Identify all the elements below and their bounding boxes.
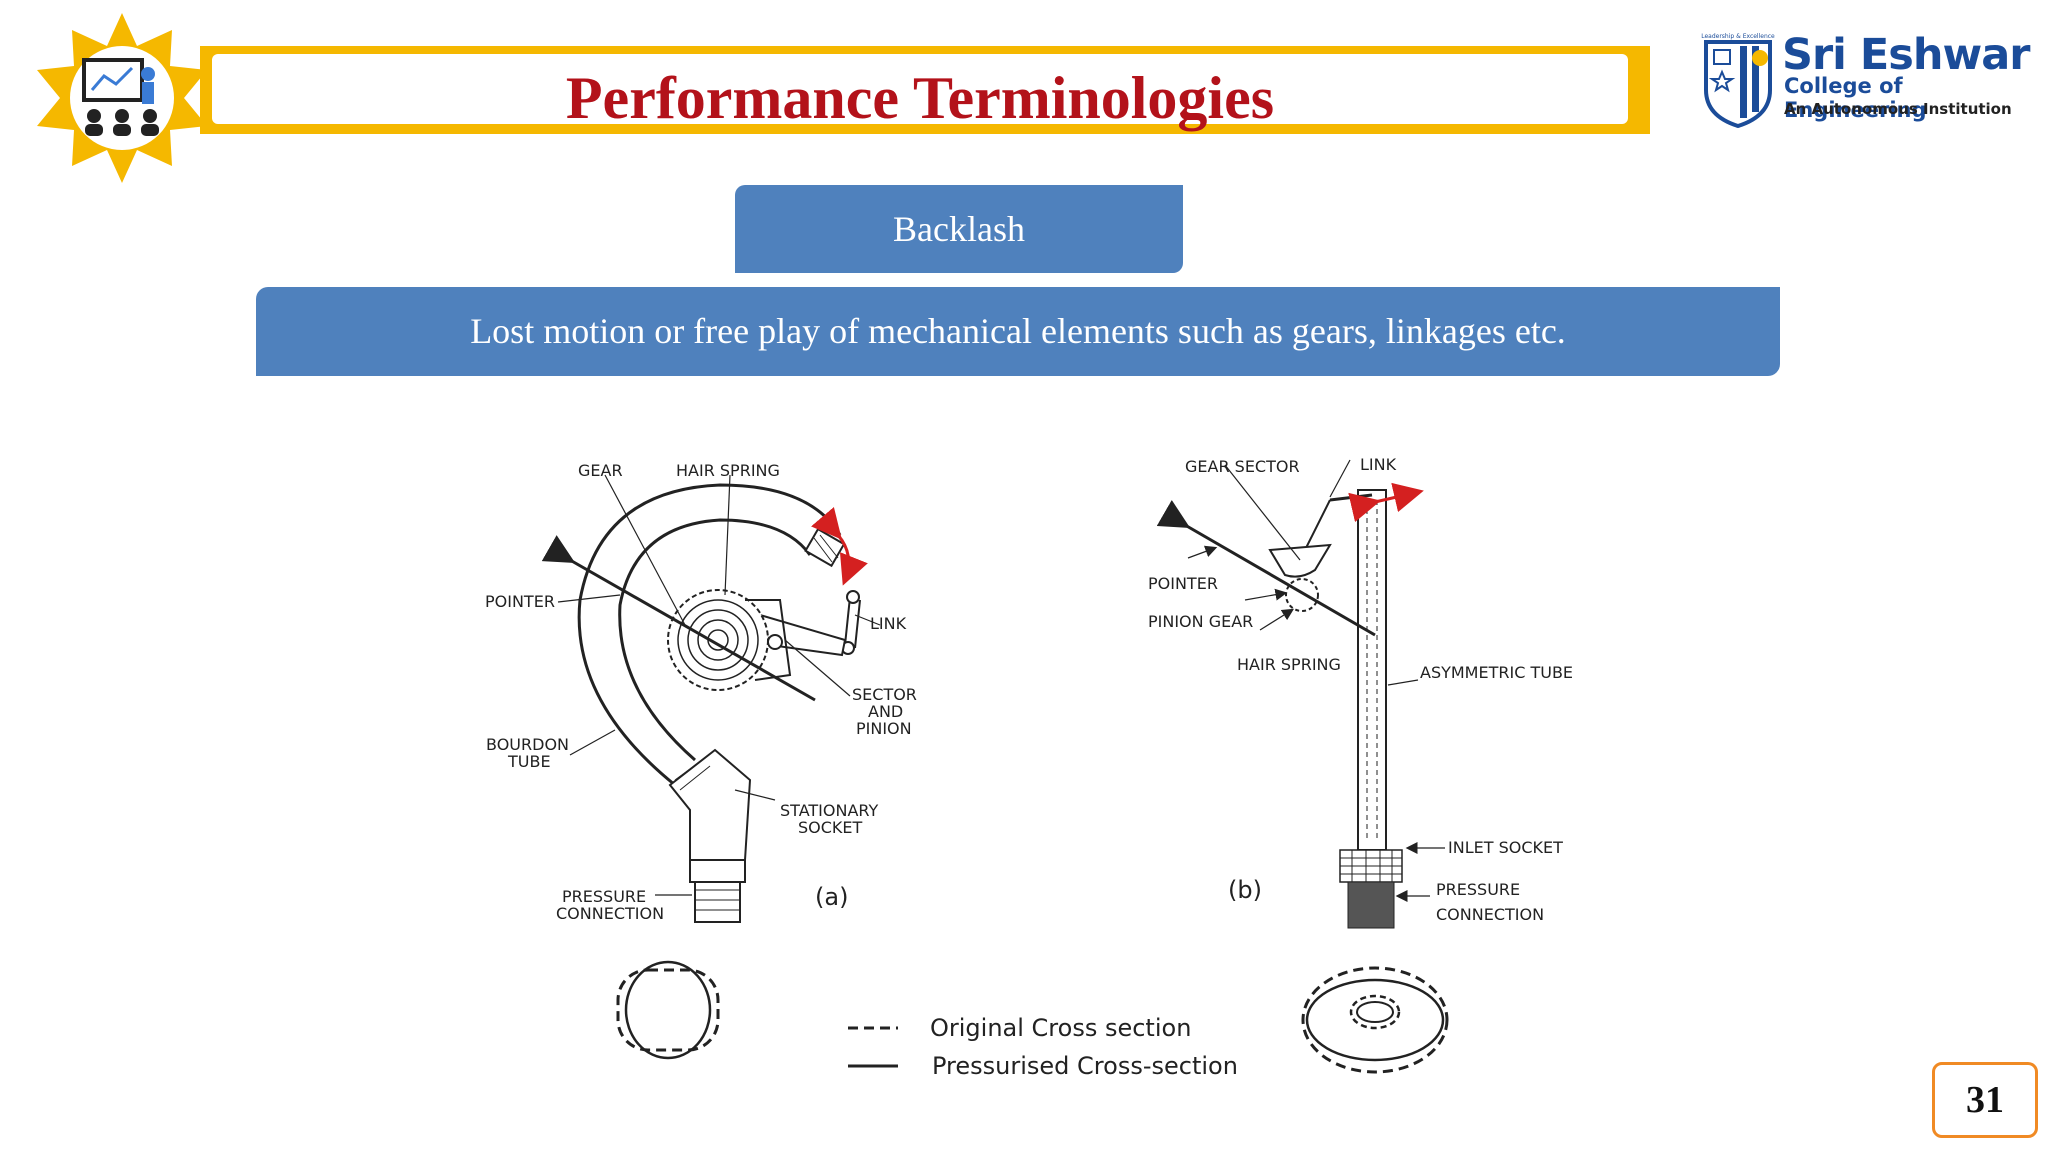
label-b-link: LINK — [1360, 455, 1397, 474]
title-bar: Performance Terminologies — [200, 46, 1650, 134]
logo-subtitle: College of Engineering — [1784, 74, 1927, 122]
logo-banner-text: Leadership & Excellence — [1701, 33, 1775, 40]
definition-box: Lost motion or free play of mechanical e… — [256, 287, 1780, 376]
label-b-pressure-1: PRESSURE — [1436, 880, 1520, 899]
college-crest-icon: Leadership & Excellence — [1701, 33, 1775, 128]
legend: Original Cross section Pressurised Cross… — [848, 1014, 1238, 1080]
label-a-bourdon-1: BOURDON — [486, 735, 569, 754]
bourdon-gauge-diagram: GEAR HAIR SPRING POINTER LINK SECTOR AND… — [485, 455, 1573, 1080]
term-box: Backlash — [735, 185, 1183, 273]
page-number: 31 — [1932, 1062, 2038, 1138]
label-b-pressure-2: CONNECTION — [1436, 905, 1544, 924]
logo-name: Sri Eshwar — [1782, 30, 2030, 80]
logo-tagline: An Autonomous Institution — [1784, 100, 2012, 118]
legend-pressurised: Pressurised Cross-section — [932, 1052, 1238, 1080]
figure-a: GEAR HAIR SPRING POINTER LINK SECTOR AND… — [485, 461, 917, 923]
label-b-hair-spring: HAIR SPRING — [1237, 655, 1341, 674]
figure-b: GEAR SECTOR LINK POINTER PINION GEAR HAI… — [1148, 455, 1573, 929]
page-title: Performance Terminologies — [565, 65, 1275, 131]
caption-a: (a) — [815, 883, 848, 911]
label-b-gear-sector: GEAR SECTOR — [1185, 457, 1300, 476]
legend-original: Original Cross section — [930, 1014, 1191, 1042]
label-a-pressure-2: CONNECTION — [556, 904, 664, 923]
cross-section-b — [1301, 966, 1449, 1074]
presentation-badge-icon — [37, 13, 207, 183]
label-b-pointer: POINTER — [1148, 574, 1218, 593]
label-b-pinion-gear: PINION GEAR — [1148, 612, 1253, 631]
caption-b: (b) — [1228, 876, 1262, 904]
label-a-stationary-1: STATIONARY — [780, 801, 878, 820]
label-a-sector-2: AND — [868, 702, 903, 721]
label-a-pointer: POINTER — [485, 592, 555, 611]
label-a-sector-1: SECTOR — [852, 685, 917, 704]
label-a-bourdon-2: TUBE — [507, 752, 551, 771]
label-b-inlet-socket: INLET SOCKET — [1448, 838, 1563, 857]
label-a-sector-3: PINION — [856, 719, 912, 738]
college-logo: Leadership & Excellence Sri Eshwar Colle… — [1700, 28, 2040, 128]
label-b-asymmetric-tube: ASYMMETRIC TUBE — [1420, 663, 1573, 682]
label-a-pressure-1: PRESSURE — [562, 887, 646, 906]
label-a-link: LINK — [870, 614, 907, 633]
cross-section-a — [616, 960, 720, 1060]
label-a-stationary-2: SOCKET — [798, 818, 863, 837]
label-a-gear: GEAR — [578, 461, 623, 480]
label-a-hair-spring: HAIR SPRING — [676, 461, 780, 480]
